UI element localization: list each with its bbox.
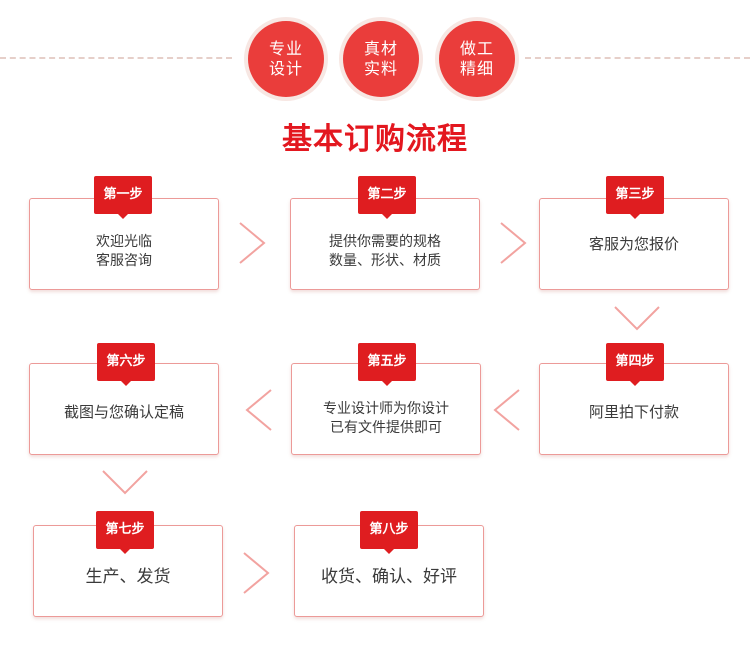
- arrow-right-icon: [241, 550, 271, 596]
- step-line: 阿里拍下付款: [588, 403, 679, 421]
- step-line: 已有文件提供即可: [330, 420, 442, 436]
- step-badge-8: 第八步: [360, 511, 418, 554]
- feature-badge-design: 专业 设计: [248, 21, 324, 97]
- arrow-left-icon: [244, 387, 274, 433]
- step-badge-4: 第四步: [606, 343, 664, 386]
- header-divider-left: [0, 57, 232, 59]
- feature-badge-line: 精细: [459, 59, 494, 78]
- arrow-right-icon: [237, 220, 267, 266]
- step-line: 数量、形状、材质: [329, 253, 441, 269]
- step-line: 客服咨询: [96, 253, 152, 269]
- step-badge-7: 第七步: [96, 511, 154, 554]
- arrow-left-icon: [492, 387, 522, 433]
- feature-badge-line: 做工: [459, 39, 494, 58]
- step-line: 专业设计师为你设计: [323, 401, 449, 417]
- feature-badge-material: 真材 实料: [343, 21, 419, 97]
- step-line: 提供你需要的规格: [329, 234, 441, 250]
- feature-badge-line: 真材: [363, 39, 398, 58]
- step-badge-2: 第二步: [358, 176, 416, 219]
- step-text: 客服为您报价: [540, 234, 728, 254]
- header-divider-right: [525, 57, 750, 59]
- feature-badge-line: 专业: [268, 39, 303, 58]
- step-line: 欢迎光临: [96, 234, 152, 250]
- step-line: 生产、发货: [85, 567, 171, 587]
- step-line: 收货、确认、好评: [321, 567, 457, 587]
- arrow-down-icon: [100, 468, 150, 496]
- step-text: 提供你需要的规格 数量、形状、材质: [291, 233, 479, 271]
- feature-badge-line: 设计: [268, 59, 303, 78]
- step-line: 客服为您报价: [588, 235, 679, 253]
- step-badge-6: 第六步: [97, 343, 155, 386]
- arrow-down-icon: [612, 304, 662, 332]
- feature-badge-line: 实料: [363, 59, 398, 78]
- step-text: 收货、确认、好评: [295, 566, 483, 588]
- feature-badge-craft: 做工 精细: [439, 21, 515, 97]
- step-text: 阿里拍下付款: [540, 402, 728, 422]
- step-line: 截图与您确认定稿: [63, 403, 184, 421]
- arrow-right-icon: [498, 220, 528, 266]
- page-title: 基本订购流程: [282, 122, 468, 157]
- step-badge-1: 第一步: [94, 176, 152, 219]
- step-text: 截图与您确认定稿: [30, 402, 218, 422]
- step-badge-3: 第三步: [606, 176, 664, 219]
- step-text: 欢迎光临 客服咨询: [30, 233, 218, 271]
- step-badge-5: 第五步: [358, 343, 416, 386]
- step-text: 生产、发货: [34, 566, 222, 588]
- step-text: 专业设计师为你设计 已有文件提供即可: [292, 400, 480, 438]
